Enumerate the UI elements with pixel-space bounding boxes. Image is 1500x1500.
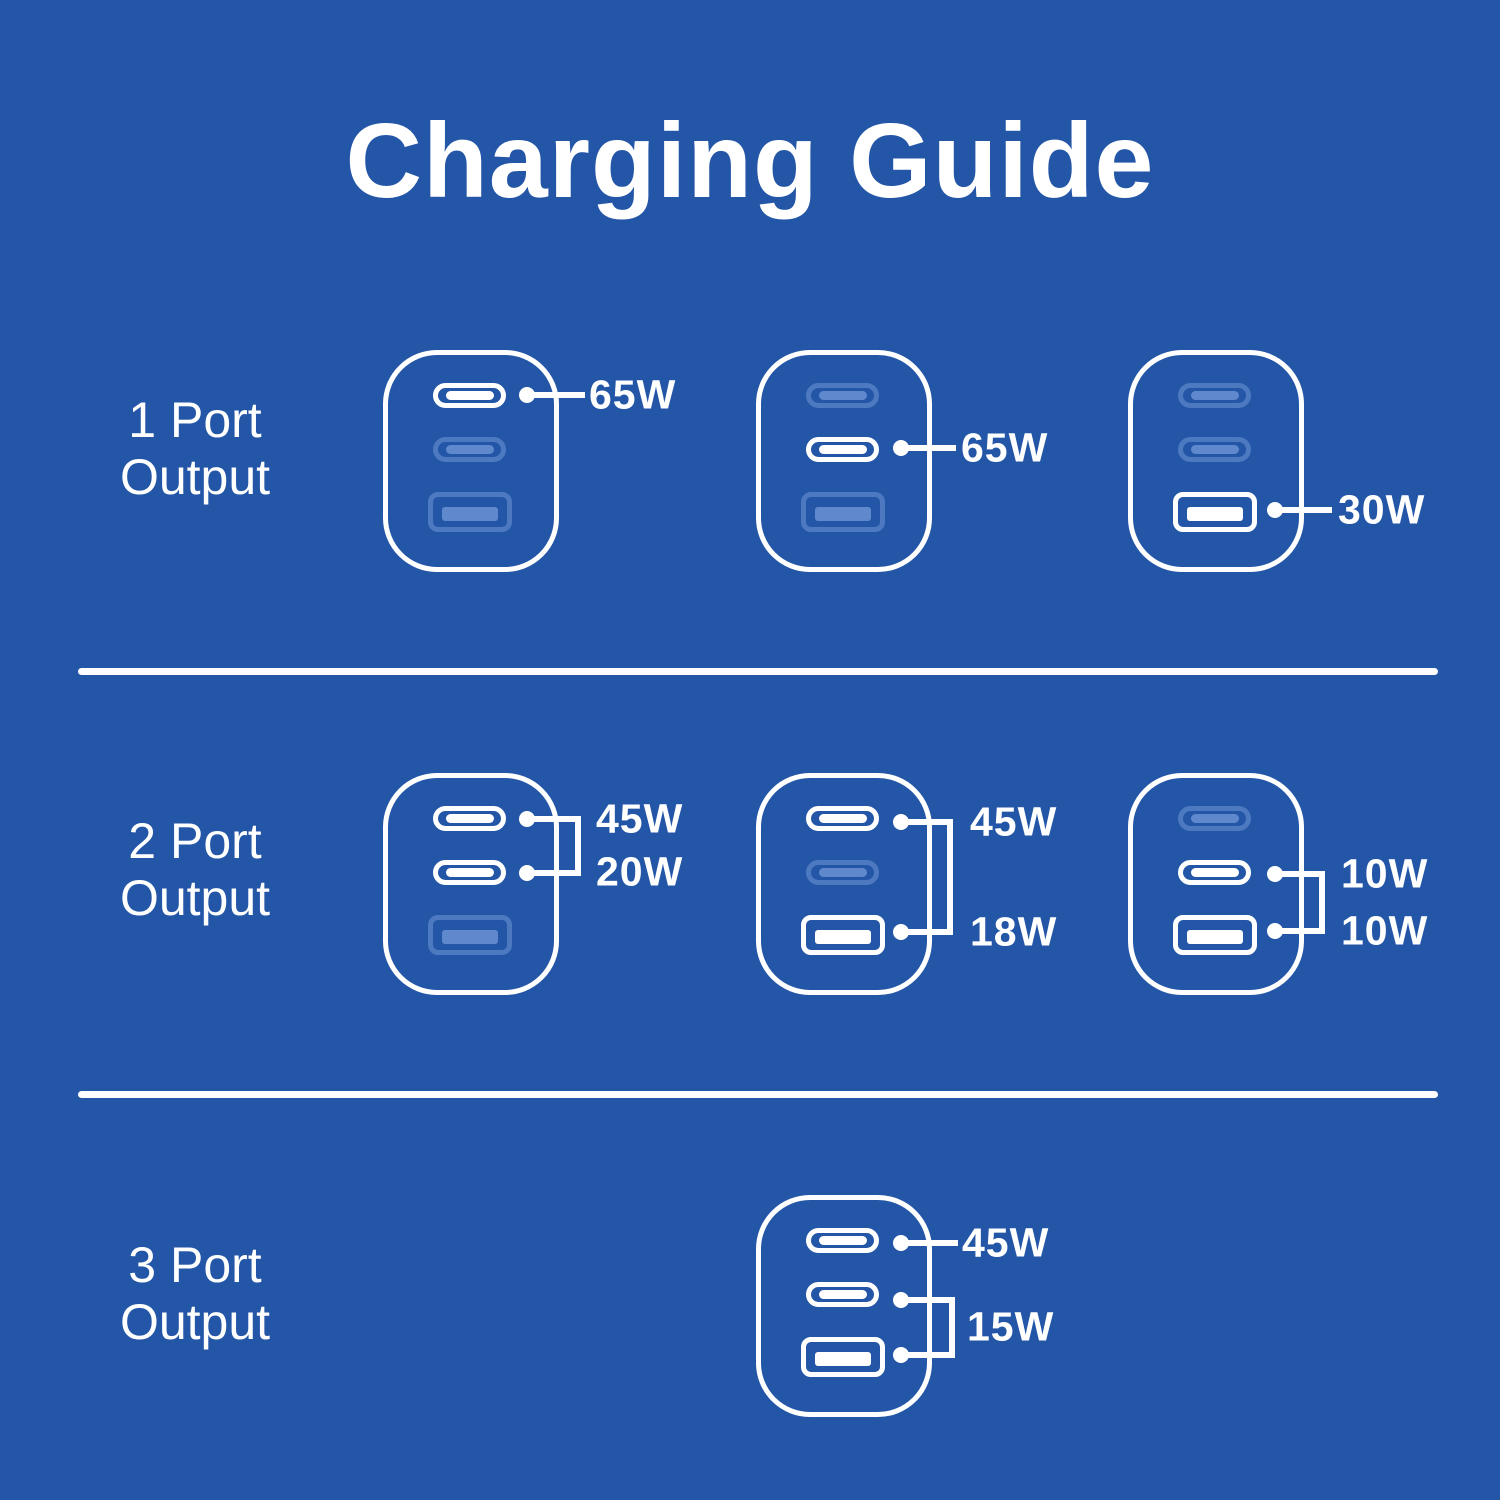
usb-c-port-top bbox=[806, 806, 879, 831]
port-pin-bar bbox=[1187, 930, 1243, 944]
port-pin-bar bbox=[442, 507, 498, 521]
port-pin-bar bbox=[445, 814, 494, 823]
port-pin-bar bbox=[818, 1236, 867, 1245]
charger-diagram bbox=[383, 350, 559, 572]
charger-diagram bbox=[1128, 773, 1304, 995]
watt-label: 15W bbox=[967, 1303, 1055, 1350]
watt-label: 10W bbox=[1341, 907, 1429, 954]
leader-line bbox=[901, 445, 956, 451]
usb-c-port-middle bbox=[806, 437, 879, 462]
port-pin-bar bbox=[445, 868, 494, 877]
usb-a-port-bottom bbox=[801, 1337, 885, 1377]
usb-a-port-bottom bbox=[1173, 915, 1257, 955]
usb-c-port-top bbox=[1178, 383, 1251, 408]
port-pin-bar bbox=[818, 445, 867, 454]
row-divider bbox=[78, 1091, 1438, 1098]
usb-a-port-bottom bbox=[801, 915, 885, 955]
row-label-line2: Output bbox=[119, 870, 271, 926]
charger-diagram bbox=[756, 350, 932, 572]
usb-a-port-bottom bbox=[801, 492, 885, 532]
watt-label: 18W bbox=[970, 908, 1058, 955]
leader-bracket bbox=[901, 819, 953, 935]
port-pin-bar bbox=[815, 1352, 871, 1366]
usb-c-port-top bbox=[806, 1228, 879, 1253]
leader-bracket bbox=[901, 1297, 955, 1358]
port-pin-bar bbox=[1190, 814, 1239, 823]
port-pin-bar bbox=[1190, 868, 1239, 877]
port-pin-bar bbox=[818, 868, 867, 877]
port-pin-bar bbox=[815, 507, 871, 521]
row-label-line2: Output bbox=[119, 449, 271, 505]
usb-c-port-middle bbox=[1178, 860, 1251, 885]
row-label-line1: 1 Port bbox=[128, 392, 262, 448]
row-divider bbox=[78, 668, 1438, 675]
port-pin-bar bbox=[1190, 391, 1239, 400]
charger-diagram bbox=[756, 1195, 932, 1417]
port-pin-bar bbox=[818, 391, 867, 400]
port-pin-bar bbox=[818, 1290, 867, 1299]
usb-a-port-bottom bbox=[428, 492, 512, 532]
watt-label: 20W bbox=[596, 848, 684, 895]
usb-c-port-middle bbox=[433, 860, 506, 885]
watt-label: 45W bbox=[962, 1219, 1050, 1266]
port-pin-bar bbox=[1187, 507, 1243, 521]
usb-c-port-top bbox=[806, 383, 879, 408]
port-pin-bar bbox=[445, 445, 494, 454]
port-pin-bar bbox=[818, 814, 867, 823]
usb-c-port-top bbox=[433, 806, 506, 831]
row-label-line2: Output bbox=[119, 1294, 271, 1350]
usb-c-port-top bbox=[1178, 806, 1251, 831]
port-pin-bar bbox=[815, 930, 871, 944]
leader-line bbox=[527, 392, 585, 398]
port-pin-bar bbox=[1190, 445, 1239, 454]
leader-line bbox=[901, 1240, 958, 1246]
leader-bracket bbox=[527, 816, 581, 876]
leader-line bbox=[1275, 507, 1332, 513]
charger-diagram bbox=[1128, 350, 1304, 572]
watt-label: 45W bbox=[970, 798, 1058, 845]
watt-label: 10W bbox=[1341, 850, 1429, 897]
row-label-line1: 2 Port bbox=[128, 813, 262, 869]
usb-a-port-bottom bbox=[428, 915, 512, 955]
port-pin-bar bbox=[445, 391, 494, 400]
row-label-line1: 3 Port bbox=[128, 1237, 262, 1293]
usb-a-port-bottom bbox=[1173, 492, 1257, 532]
usb-c-port-middle bbox=[1178, 437, 1251, 462]
usb-c-port-middle bbox=[433, 437, 506, 462]
row-label-3-port: 3 Port Output bbox=[85, 1237, 305, 1351]
port-pin-bar bbox=[442, 930, 498, 944]
usb-c-port-top bbox=[433, 383, 506, 408]
leader-bracket bbox=[1275, 871, 1325, 934]
page-title: Charging Guide bbox=[345, 102, 1155, 220]
watt-label: 65W bbox=[961, 424, 1049, 471]
row-label-2-port: 2 Port Output bbox=[85, 813, 305, 927]
usb-c-port-middle bbox=[806, 1282, 879, 1307]
row-label-1-port: 1 Port Output bbox=[85, 392, 305, 506]
watt-label: 45W bbox=[596, 795, 684, 842]
charger-diagram bbox=[756, 773, 932, 995]
charger-diagram bbox=[383, 773, 559, 995]
watt-label: 30W bbox=[1338, 486, 1426, 533]
usb-c-port-middle bbox=[806, 860, 879, 885]
watt-label: 65W bbox=[589, 371, 677, 418]
